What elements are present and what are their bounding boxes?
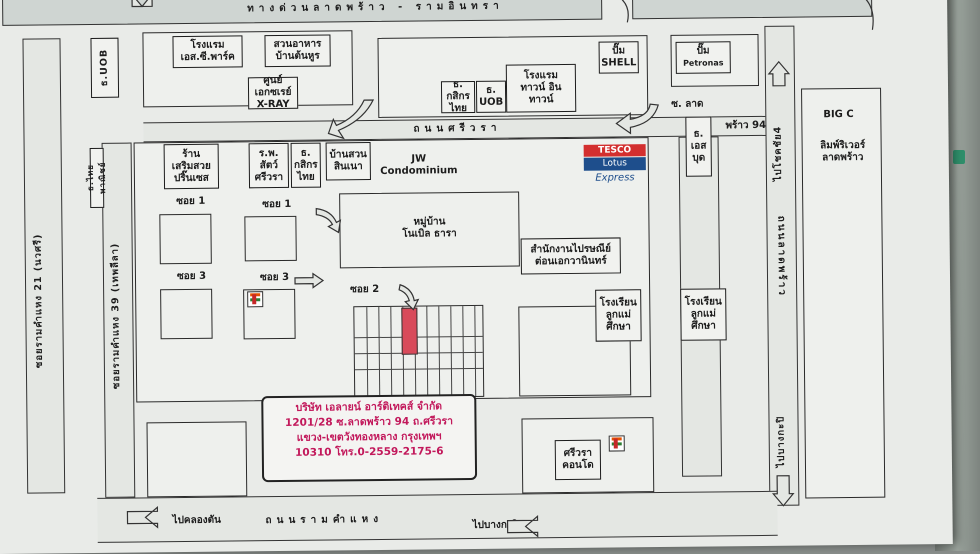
arrow-left-bottom [126,506,159,529]
arrow-curve-soi2 [398,283,420,311]
arrow-corner-right [851,0,874,30]
direction-arrows [126,0,874,538]
arrow-curve-right [615,103,659,135]
arrow-down-right [771,475,795,507]
map-sheet: ทางด่วนลาดพร้าว - รามอินทรา ซอยรามคำแหง … [0,0,953,554]
arrow-soi3 [294,272,325,289]
arrow-top-left [131,0,153,8]
arrow-corner [611,0,629,23]
arrow-curve-soi1 [315,207,342,234]
arrow-right-bottom [506,515,539,538]
arrow-curve-mid [327,99,375,140]
green-mark [953,150,965,164]
arrow-up-right [767,60,791,87]
